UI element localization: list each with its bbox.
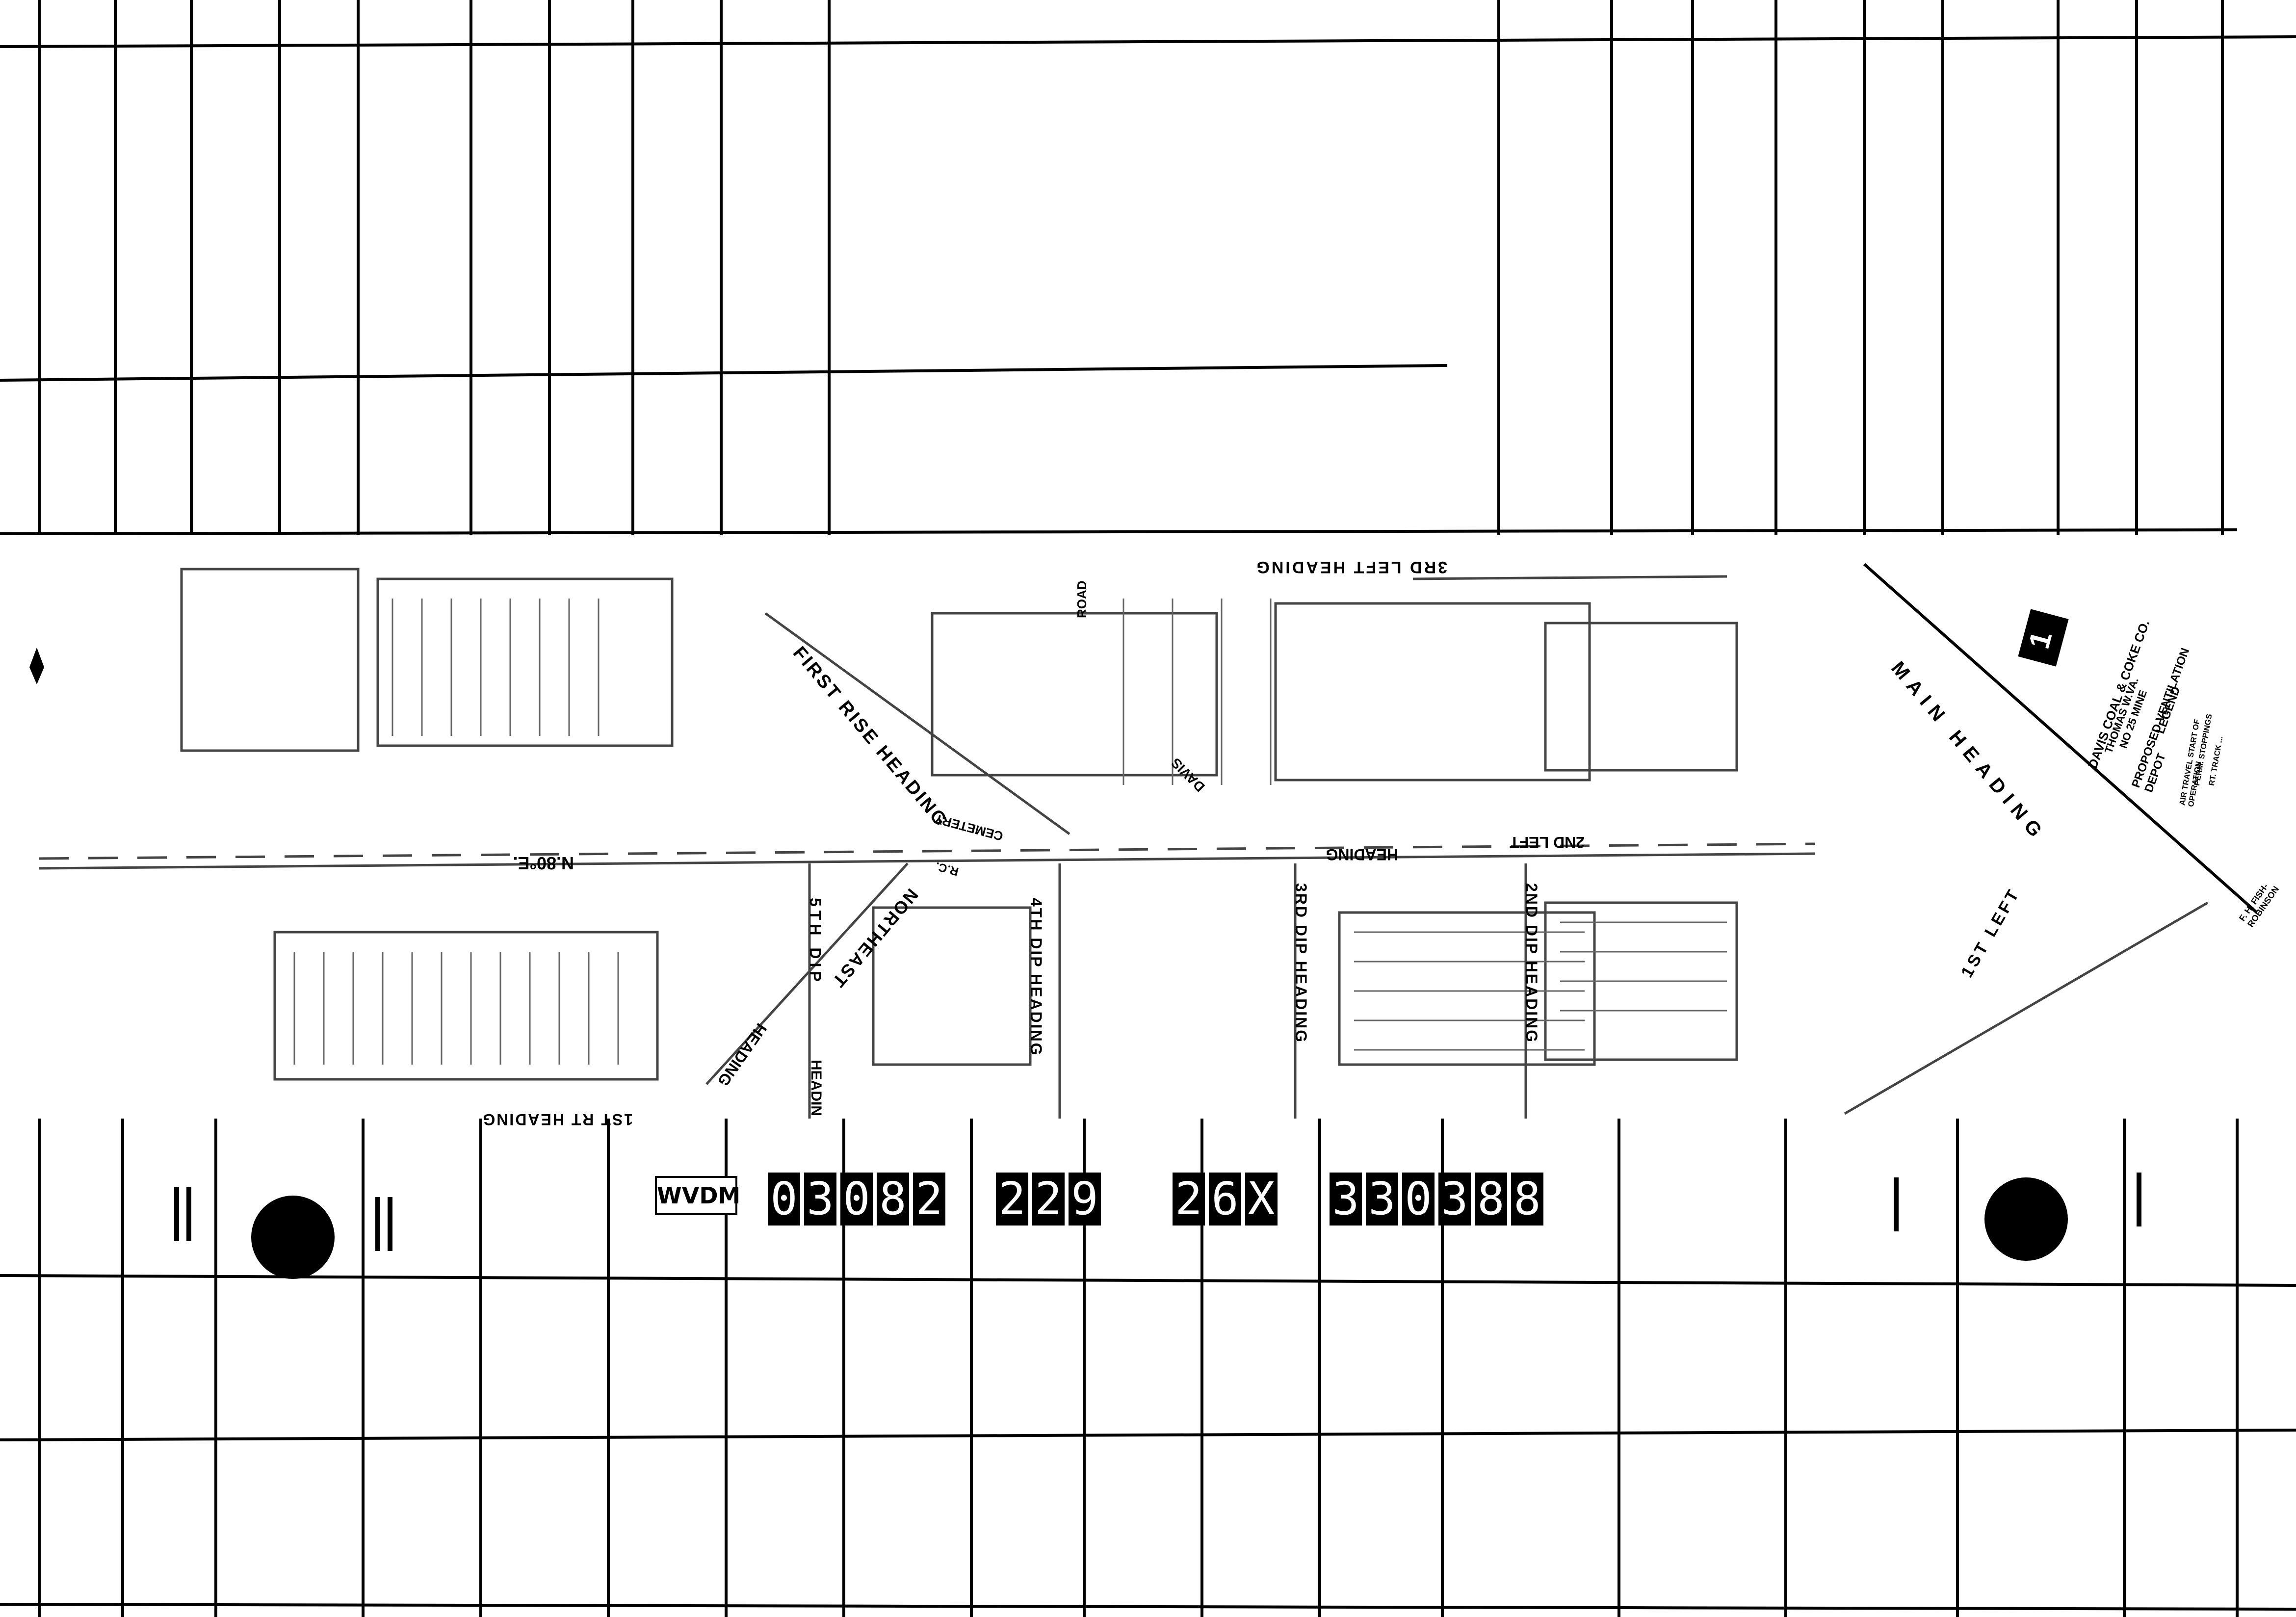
film-prefix: WVDM bbox=[655, 1176, 740, 1215]
film-digit: 2 bbox=[1032, 1173, 1065, 1226]
label-5th-dip: 5TH DIP bbox=[807, 898, 824, 986]
north-arrow-icon bbox=[29, 648, 44, 684]
mine-map bbox=[39, 563, 2258, 1119]
label-4th-dip: 4TH DIP HEADING bbox=[1027, 898, 1045, 1057]
film-digit: 3 bbox=[1330, 1173, 1362, 1226]
film-digit: 2 bbox=[1173, 1173, 1205, 1226]
sheet-number-box bbox=[2018, 609, 2069, 667]
film-digit: 2 bbox=[913, 1173, 945, 1226]
punch-holes bbox=[174, 1173, 2141, 1279]
label-3rd-dip: 3RD DIP HEADING bbox=[1292, 883, 1310, 1044]
film-digit: 3 bbox=[804, 1173, 836, 1226]
label-3rd-left-heading: 3RD LEFT HEADING bbox=[1254, 558, 1447, 576]
label-2nd-left: 2ND LEFT bbox=[1510, 834, 1585, 851]
label-2nd-dip: 2ND DIP HEADING bbox=[1523, 883, 1540, 1044]
film-digit: 8 bbox=[1511, 1173, 1543, 1226]
film-digit: 3 bbox=[1366, 1173, 1398, 1226]
film-digit: X bbox=[1245, 1173, 1278, 1226]
film-digit: 8 bbox=[1475, 1173, 1507, 1226]
film-digit: 8 bbox=[877, 1173, 909, 1226]
film-digit: 6 bbox=[1209, 1173, 1241, 1226]
film-digit: 0 bbox=[840, 1173, 873, 1226]
label-1st-rt-heading: 1ST RT HEADING bbox=[481, 1111, 633, 1128]
film-digit: 0 bbox=[1402, 1173, 1435, 1226]
label-5th-heading: HEADIN bbox=[808, 1060, 824, 1117]
film-digit: 9 bbox=[1069, 1173, 1101, 1226]
label-heading: HEADING bbox=[1326, 846, 1398, 863]
film-digit: 2 bbox=[996, 1173, 1028, 1226]
film-digit: 3 bbox=[1438, 1173, 1471, 1226]
label-road: ROAD bbox=[1074, 580, 1089, 618]
film-digit: 0 bbox=[768, 1173, 800, 1226]
label-n80e: N.80°E. bbox=[513, 853, 574, 873]
